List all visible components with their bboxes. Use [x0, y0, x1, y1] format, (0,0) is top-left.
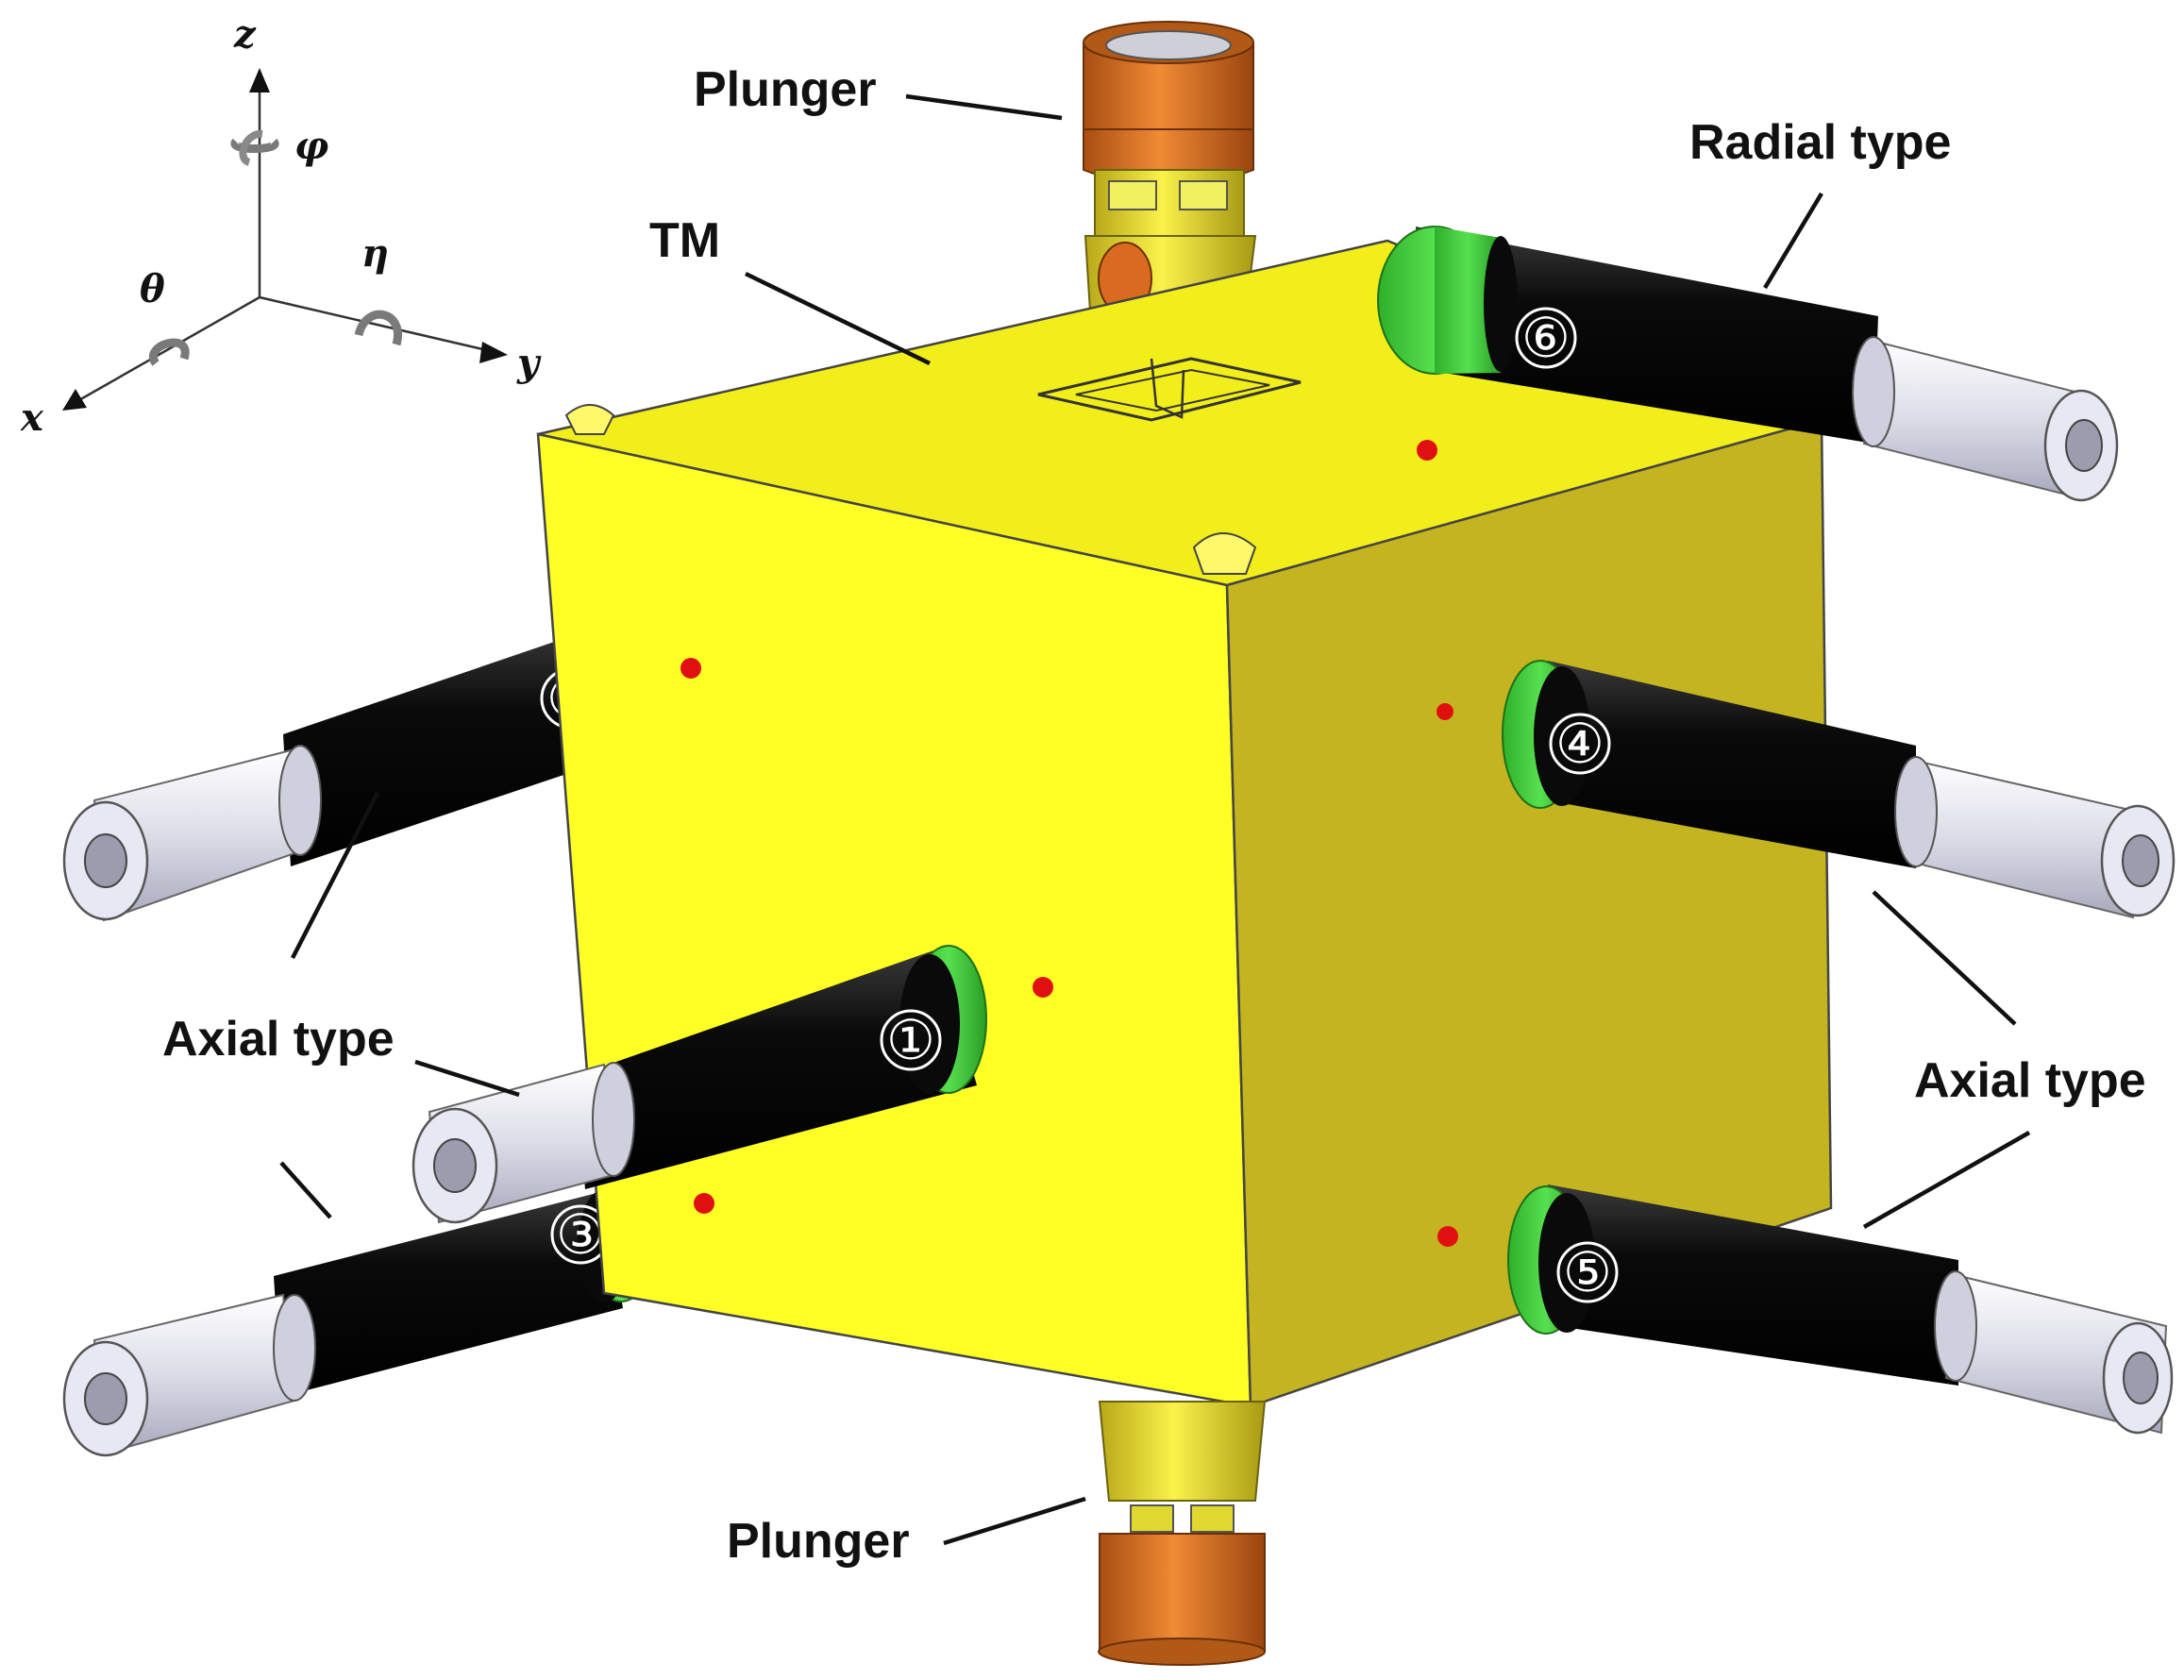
sensor-3: ③: [62, 1180, 656, 1457]
sensor-1-number: ①: [886, 1008, 935, 1072]
theta-label: θ: [140, 267, 165, 311]
sensor-4-number: ④: [1555, 712, 1604, 776]
z-axis-label: z: [233, 12, 257, 57]
marker-dot: [694, 1193, 714, 1214]
x-axis-label: x: [20, 395, 44, 440]
marker-dot: [1033, 977, 1053, 998]
sensor-1: ①: [412, 945, 987, 1224]
phi-label: φ: [294, 124, 328, 168]
sensor-5: ⑤: [1507, 1184, 2174, 1435]
y-arrowhead-icon: [479, 342, 508, 363]
plunger-bottom-label: Plunger: [727, 1514, 910, 1569]
sensor-6-number: ⑥: [1521, 306, 1571, 370]
plunger-top-label: Plunger: [694, 62, 877, 117]
eta-label: η: [361, 231, 389, 276]
tm-label: TM: [649, 213, 720, 268]
marker-dot: [1417, 440, 1437, 461]
leader-lines: [279, 93, 2031, 1546]
phi-rotation-icon: [230, 138, 279, 153]
marker-dot: [1437, 1226, 1458, 1247]
cube-front-face: [536, 432, 1252, 1408]
sensor-4: ④: [1502, 660, 2176, 919]
z-arrowhead-icon: [249, 68, 270, 92]
y-axis-label: y: [516, 341, 542, 385]
sensor-6: ⑥: [1377, 226, 2119, 502]
marker-dot: [680, 658, 701, 679]
sensor-5-number: ⑤: [1563, 1240, 1612, 1304]
coordinate-axes: z φ η θ y x: [20, 12, 542, 440]
theta-rotation-icon: [149, 338, 190, 366]
marker-dot: [1436, 703, 1453, 720]
x-arrowhead-icon: [62, 389, 87, 411]
eta-rotation-icon: [354, 310, 402, 346]
cube-right-face: [1225, 418, 1833, 1408]
axial-type-left-label: Axial type: [162, 1012, 395, 1067]
test-mass-cube: [536, 239, 1833, 1408]
plunger-bottom: [1098, 1401, 1267, 1666]
axial-type-right-label: Axial type: [1914, 1053, 2146, 1108]
radial-type-label: Radial type: [1689, 115, 1951, 170]
